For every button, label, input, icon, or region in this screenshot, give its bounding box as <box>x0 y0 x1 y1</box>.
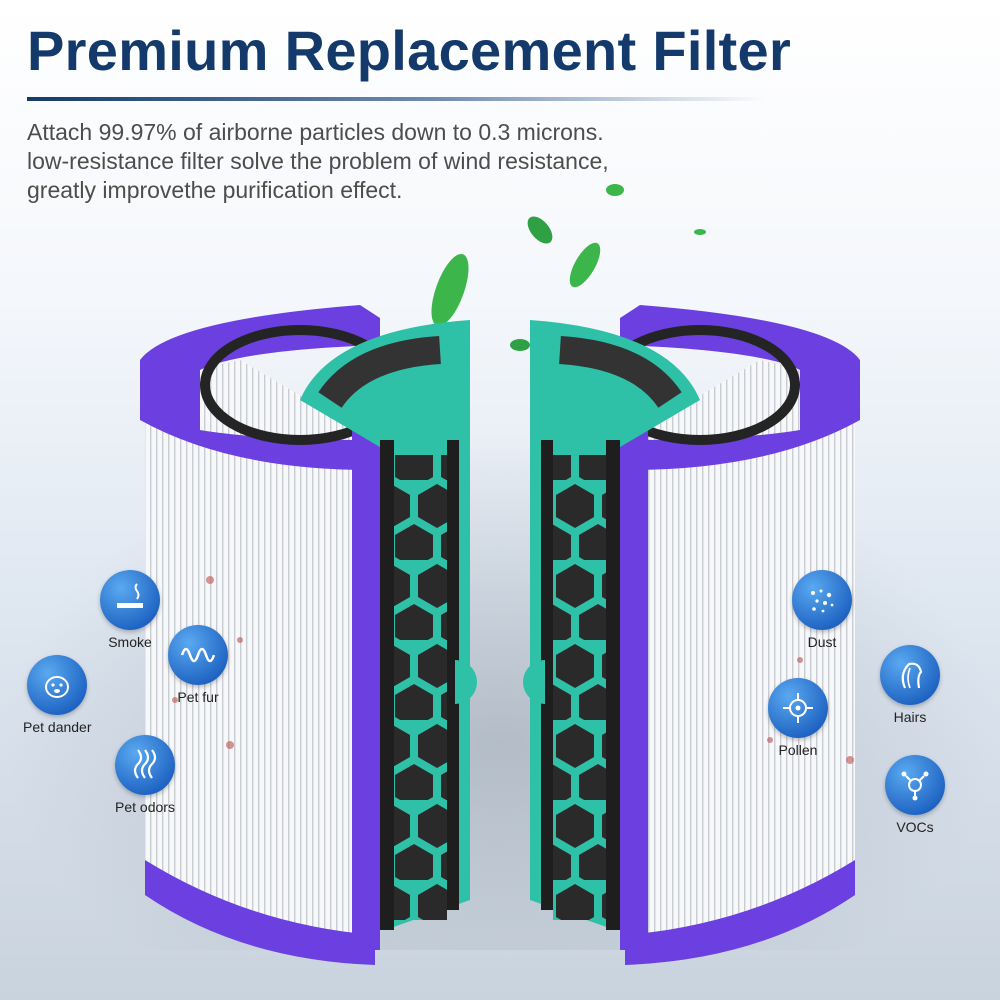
badge-label: VOCs <box>896 819 934 835</box>
badge-pet-dander: Pet dander <box>23 655 92 735</box>
badge-pet-odors: Pet odors <box>115 735 175 815</box>
badge-label: Hairs <box>893 709 927 725</box>
odor-icon <box>115 735 175 795</box>
description: Attach 99.97% of airborne particles down… <box>27 118 747 205</box>
wave-icon <box>168 625 228 685</box>
page-title: Premium Replacement Filter <box>27 19 792 82</box>
description-line-1: Attach 99.97% of airborne particles down… <box>27 119 604 145</box>
badge-label: Pet odors <box>115 799 175 815</box>
description-line-3: greatly improvethe purification effect. <box>27 177 403 203</box>
badge-pollen: Pollen <box>768 678 828 758</box>
title-underline <box>27 97 767 101</box>
molecule-icon <box>885 755 945 815</box>
cigarette-icon <box>100 570 160 630</box>
badge-label: Dust <box>807 634 837 650</box>
pollen-icon <box>768 678 828 738</box>
leaves <box>431 184 706 351</box>
right-filter-half <box>523 305 860 965</box>
badge-hairs: Hairs <box>880 645 940 725</box>
hair-icon <box>880 645 940 705</box>
badge-vocs: VOCs <box>885 755 945 835</box>
badge-smoke: Smoke <box>100 570 160 650</box>
left-filter-half <box>140 305 477 965</box>
badge-label: Pet dander <box>23 719 92 735</box>
dog-face-icon <box>27 655 88 715</box>
badge-dust: Dust <box>792 570 852 650</box>
badge-pet-fur: Pet fur <box>168 625 228 705</box>
badge-label: Smoke <box>108 634 152 650</box>
dust-icon <box>792 570 852 630</box>
badge-label: Pet fur <box>177 689 219 705</box>
badge-label: Pollen <box>778 742 818 758</box>
description-line-2: low-resistance filter solve the problem … <box>27 148 609 174</box>
